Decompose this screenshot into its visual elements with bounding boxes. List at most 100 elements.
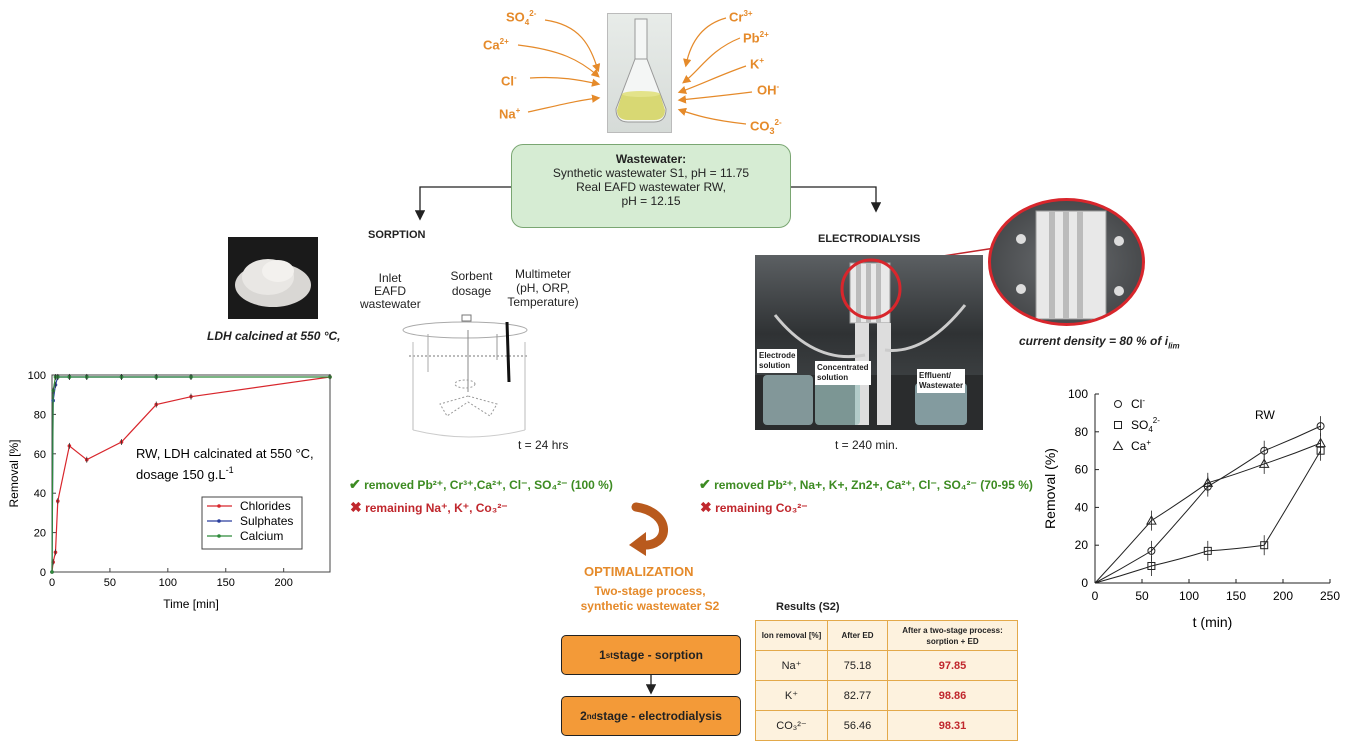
wastewater-line2: Real EAFD wastewater RW, xyxy=(576,180,726,194)
wastewater-title: Wastewater: xyxy=(615,152,687,166)
ion-na: Na+ xyxy=(499,106,521,122)
powder-icon xyxy=(235,259,311,307)
cross-icon: ✖ xyxy=(700,499,712,515)
x-tick-label: 200 xyxy=(274,577,292,589)
legend-label: Chlorides xyxy=(240,499,291,513)
legend-label: Ca+ xyxy=(1131,438,1151,453)
sorption-time: t = 24 hrs xyxy=(518,438,569,452)
sorbent-label: Sorbent dosage xyxy=(450,269,493,298)
electrodialysis-title: ELECTRODIALYSIS xyxy=(818,233,921,245)
y-tick-label: 0 xyxy=(1081,576,1088,590)
series-line-calcium xyxy=(51,376,330,573)
ed-time: t = 240 min. xyxy=(835,438,899,452)
multimeter-label: Multimeter (pH, ORP, Temperature) xyxy=(507,267,579,309)
legend-label: SO42- xyxy=(1131,416,1160,434)
x-tick-label: 0 xyxy=(49,577,55,589)
legend-marker xyxy=(1114,400,1122,408)
legend-marker xyxy=(217,519,221,523)
y-tick-label: 0 xyxy=(40,567,46,579)
x-tick-label: 250 xyxy=(1320,589,1340,603)
x-tick-label: 50 xyxy=(1135,589,1149,603)
ion-pb: Pb2+ xyxy=(743,30,769,46)
fit-curve-triangle xyxy=(1094,442,1321,584)
x-tick-label: 150 xyxy=(217,577,235,589)
y-tick-label: 20 xyxy=(1075,538,1089,552)
y-tick-label: 80 xyxy=(34,409,46,421)
cross-icon: ✖ xyxy=(350,499,362,515)
wastewater-line3: pH = 12.15 xyxy=(621,194,681,208)
sorption-removed: ✔ removed Pb²⁺, Cr³⁺,Ca²⁺, Cl⁻, SO₄²⁻ (1… xyxy=(349,476,613,492)
y-tick-label: 20 xyxy=(34,528,46,540)
sorption-remaining: ✖ remaining Na⁺, K⁺, Co₃²⁻ xyxy=(350,499,508,515)
optimalization-title: OPTIMALIZATION xyxy=(584,564,694,579)
y-tick-label: 60 xyxy=(1075,463,1089,477)
ion-so4: SO42- xyxy=(506,9,537,27)
ed-remaining: ✖ remaining Co₃²⁻ xyxy=(700,499,808,515)
legend-label: Sulphates xyxy=(240,514,293,528)
label-effluent: Effluent/ Wastewater xyxy=(917,369,966,393)
header-two-stage: After a two-stage process: sorption + ED xyxy=(887,620,1018,651)
x-tick-label: 150 xyxy=(1226,589,1246,603)
table-row: K⁺ 82.77 98.86 xyxy=(755,680,1018,711)
y-tick-label: 80 xyxy=(1075,425,1089,439)
y-axis-label: Removal (%) xyxy=(1042,448,1058,529)
x-tick-label: 0 xyxy=(1092,589,1099,603)
x-tick-label: 100 xyxy=(159,577,177,589)
check-icon: ✔ xyxy=(699,476,711,492)
ed-removed: ✔ removed Pb²⁺, Na+, K+, Zn2+, Ca²⁺, Cl⁻… xyxy=(699,476,1033,492)
ed-apparatus-icon xyxy=(755,258,983,430)
y-tick-label: 40 xyxy=(1075,500,1089,514)
legend-label: Cl- xyxy=(1131,396,1145,411)
y-tick-label: 100 xyxy=(1068,387,1088,401)
results-title: Results (S2) xyxy=(776,601,840,613)
fit-curve-square xyxy=(1094,450,1322,584)
table-row: Na⁺ 75.18 97.85 xyxy=(755,650,1018,681)
header-after-ed: After ED xyxy=(827,620,888,651)
ion-oh: OH- xyxy=(757,82,780,98)
data-point-calcium xyxy=(50,570,54,574)
y-tick-label: 40 xyxy=(34,488,46,500)
ion-k: K+ xyxy=(750,56,765,72)
ion-cr: Cr3+ xyxy=(729,9,753,25)
results-table: Ion removal [%] After ED After a two-sta… xyxy=(755,620,1018,741)
ion-ca: Ca2+ xyxy=(483,37,509,53)
ion-co3: CO32- xyxy=(750,118,782,136)
chart-annotation: RW xyxy=(1255,408,1275,422)
sorption-title: SORPTION xyxy=(368,229,426,241)
x-tick-label: 200 xyxy=(1273,589,1293,603)
legend-label: Calcium xyxy=(240,529,283,543)
legend-marker xyxy=(1112,440,1124,450)
ed-chart: 0 20 40 60 80 100 0 50 100 150 200 250 t (min) Remova… xyxy=(1042,387,1340,630)
y-tick-label: 60 xyxy=(34,449,46,461)
table-row: CO₃²⁻ 56.46 98.31 xyxy=(755,710,1018,741)
x-tick-label: 100 xyxy=(1179,589,1199,603)
inlet-label: Inlet EAFD wastewater xyxy=(360,271,421,311)
label-electrode-solution: Electrode solution xyxy=(757,349,798,373)
x-tick-label: 50 xyxy=(104,577,116,589)
table-header-row: Ion removal [%] After ED After a two-sta… xyxy=(755,620,1018,651)
ldh-caption: LDH calcined at 550 °C, xyxy=(207,329,341,343)
optimalization-sub: Two-stage process, synthetic wastewater … xyxy=(580,584,720,613)
chart-annotation-line2: dosage 150 g.L-1 xyxy=(136,465,234,482)
check-icon: ✔ xyxy=(349,476,361,492)
membrane-stack-icon xyxy=(1016,210,1124,320)
label-concentrated-solution: Concentrated solution xyxy=(815,361,871,385)
current-density: current density = 80 % of ilim xyxy=(1019,334,1180,351)
x-axis-label: t (min) xyxy=(1193,614,1233,630)
ed-zoom-photo xyxy=(988,198,1145,326)
y-tick-label: 100 xyxy=(28,370,46,382)
ion-cl: Cl- xyxy=(501,73,517,89)
y-axis-label: Removal [%] xyxy=(7,439,21,507)
legend-marker xyxy=(217,504,221,508)
header-ion: Ion removal [%] xyxy=(755,620,828,651)
legend-marker xyxy=(1114,421,1122,429)
series-line-chlorides xyxy=(51,376,331,573)
flask-icon xyxy=(615,18,667,123)
ed-setup-photo: Electrode solution Concentrated solution… xyxy=(755,255,983,430)
legend-marker xyxy=(217,534,221,538)
wastewater-line1: Synthetic wastewater S1, pH = 11.75 xyxy=(552,166,750,180)
